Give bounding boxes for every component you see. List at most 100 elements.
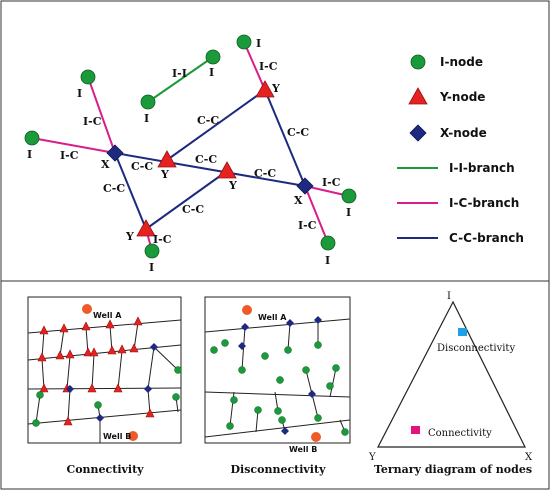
ternary-connectivity-label: Connectivity — [428, 428, 492, 439]
y-node — [39, 325, 49, 335]
y-node — [63, 416, 73, 426]
i-node — [205, 49, 221, 65]
branch-labels: I-I I-C I-C I-C I-C I-C I-C C-C C-C C-C … — [60, 60, 341, 246]
y-nodes — [37, 316, 155, 426]
ternary-diagram: I Y X Disconnectivity Connectivity — [368, 291, 533, 463]
ic-branch — [87, 76, 116, 154]
x-node — [96, 414, 104, 422]
i-node — [320, 235, 336, 251]
y-node — [89, 347, 99, 357]
cc-branch — [114, 152, 306, 187]
x-node — [66, 385, 74, 393]
fracture-line — [204, 391, 351, 398]
fracture-line — [91, 353, 95, 390]
caption-disconnectivity: Disconnectivity — [231, 463, 327, 476]
node-label: Y — [271, 82, 280, 95]
y-node — [59, 323, 69, 333]
fracture-line — [59, 328, 65, 357]
connectivity-marker — [411, 426, 420, 434]
branch-label: C-C — [195, 153, 217, 166]
x-node — [150, 343, 158, 351]
node-label: I — [346, 206, 351, 219]
fracture-line — [329, 367, 337, 398]
fracture-line — [27, 387, 182, 390]
branch-label: I-C — [153, 233, 172, 246]
y-node — [113, 383, 123, 393]
legend-ic-branch-label: I-C-branch — [449, 196, 519, 210]
i-node — [230, 396, 238, 404]
network-diagram: I I I I I I I I Y Y Y Y X X I-I I-C I-C … — [24, 34, 357, 274]
i-node — [24, 130, 40, 146]
i-node — [80, 69, 96, 85]
y-node — [145, 408, 155, 418]
i-node — [278, 416, 286, 424]
y-nodes — [136, 80, 275, 237]
node-label: I — [325, 254, 330, 267]
i-node — [140, 94, 156, 110]
x-node — [286, 319, 294, 327]
branch-label: C-C — [131, 160, 153, 173]
well-b-marker — [311, 432, 321, 442]
well-b-label: Well B — [289, 445, 317, 454]
legend-i-node-label: I-node — [440, 55, 483, 69]
node-label: Y — [228, 179, 237, 192]
x-node — [144, 385, 152, 393]
well-a-label: Well A — [258, 313, 287, 322]
disconnectivity-panel: Well A Well B — [204, 296, 351, 454]
cc-branch — [264, 89, 306, 187]
ic-branch — [31, 137, 116, 154]
y-node — [105, 319, 115, 329]
ternary-apex-i: I — [447, 291, 451, 302]
fracture-line — [204, 318, 351, 333]
fracture-line — [204, 419, 351, 438]
y-node — [217, 161, 237, 179]
x-nodes — [238, 316, 322, 435]
y-node — [157, 150, 177, 168]
ii-branch — [147, 56, 214, 103]
legend-y-node-label: Y-node — [439, 90, 485, 104]
fracture-line — [67, 388, 71, 422]
i-node — [314, 341, 322, 349]
fracture-line — [35, 394, 41, 424]
x-node — [238, 342, 246, 350]
cc-branch — [114, 152, 147, 230]
node-label: I — [256, 37, 261, 50]
y-node — [129, 343, 139, 353]
branch-label: I-C — [60, 149, 79, 162]
i-nodes — [210, 339, 349, 436]
node-label: X — [294, 194, 303, 207]
well-a-label: Well A — [93, 311, 122, 320]
i-node — [326, 382, 334, 390]
i-node — [302, 366, 310, 374]
node-label: I — [209, 66, 214, 79]
legend: I-node Y-node X-node I-I-branch I-C-bran… — [397, 54, 524, 245]
y-node — [39, 383, 49, 393]
branch-label: I-C — [259, 60, 278, 73]
i-node — [210, 346, 218, 354]
node-label: I — [144, 112, 149, 125]
i-node — [254, 406, 262, 414]
well-a-marker — [82, 304, 92, 314]
x-node — [106, 144, 124, 162]
fracture-line — [287, 322, 291, 351]
legend-y-node-swatch — [408, 87, 428, 105]
ic-branch — [304, 185, 329, 244]
fracture-line — [311, 393, 319, 419]
i-node — [32, 419, 40, 427]
cc-branch — [166, 89, 266, 161]
i-node — [36, 391, 44, 399]
i-node — [332, 364, 340, 372]
i-node — [94, 401, 102, 409]
connectivity-frame — [27, 296, 182, 444]
y-node — [136, 219, 156, 237]
i-node — [261, 352, 269, 360]
i-nodes — [24, 34, 357, 259]
i-node — [341, 428, 349, 436]
i-node — [172, 393, 180, 401]
well-b-marker — [128, 431, 138, 441]
y-node — [65, 349, 75, 359]
node-label: Y — [125, 230, 134, 243]
fracture-line — [117, 350, 123, 390]
x-node — [314, 316, 322, 324]
